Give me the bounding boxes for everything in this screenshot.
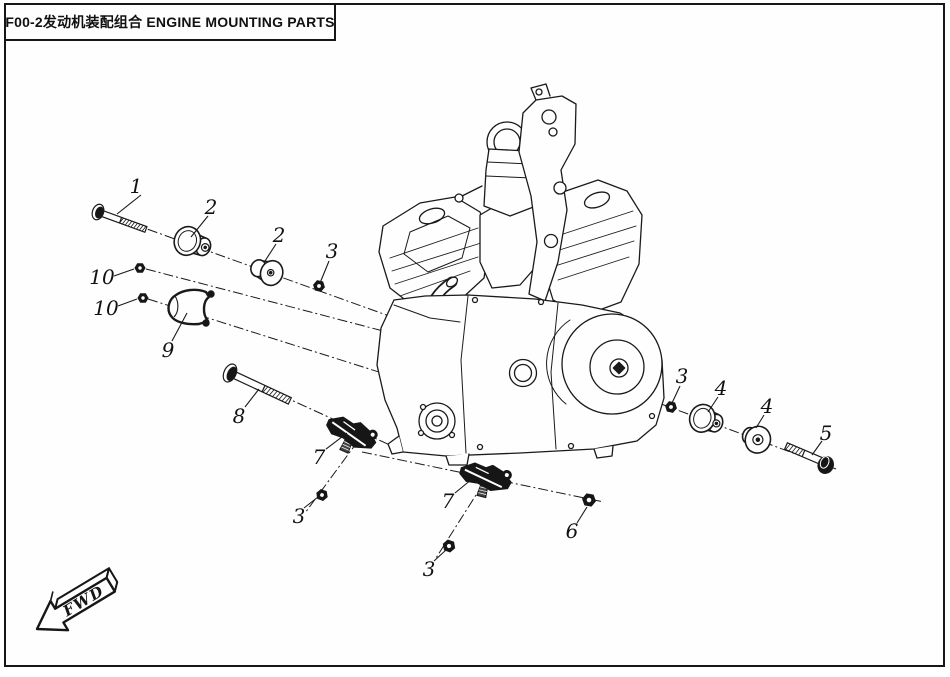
part-nut-3d: [665, 401, 677, 413]
callout-label-1: 1: [129, 174, 143, 198]
callout-label-7a: 7: [312, 445, 326, 469]
part-bolt-1: [91, 203, 148, 234]
callout-label-3b: 3: [292, 504, 306, 528]
callout-label-9: 9: [161, 338, 175, 362]
part-nut-10b: [137, 293, 149, 303]
part-bushing-2a: [173, 225, 212, 257]
part-nut-3c: [442, 539, 456, 553]
engine-drawing: [376, 83, 665, 466]
callout-label-2a: 2: [204, 195, 218, 219]
callout-label-5: 5: [819, 421, 833, 445]
callout-label-10a: 10: [89, 265, 115, 289]
callout-label-7b: 7: [441, 489, 455, 513]
part-nut-6: [582, 493, 596, 507]
callout-leader-lines: [113, 194, 823, 562]
callout-label-8: 8: [232, 404, 246, 428]
callout-label-3c: 3: [422, 557, 436, 581]
callout-label-10b: 10: [93, 296, 119, 320]
callout-label-4a: 4: [714, 376, 728, 400]
part-bolt-5: [783, 441, 834, 474]
part-bushing-4a: [688, 403, 724, 433]
callout-label-2b: 2: [272, 223, 286, 247]
part-bracket-7a: [326, 416, 378, 454]
callout-label-3a: 3: [325, 239, 339, 263]
part-nut-3b: [316, 488, 328, 502]
callout-label-4b: 4: [760, 394, 774, 418]
part-sleeve-9: [167, 288, 215, 327]
page-title: F00-2发动机装配组合 ENGINE MOUNTING PARTS: [5, 14, 335, 30]
part-bracket-7b: [459, 462, 512, 499]
callout-label-3d: 3: [675, 364, 689, 388]
part-nut-3a: [313, 280, 325, 292]
part-nut-10a: [134, 263, 146, 273]
part-bolt-8: [222, 363, 293, 405]
part-bushing-4b: [741, 425, 772, 454]
callout-label-6: 6: [565, 519, 579, 543]
fwd-arrow: FWD: [35, 567, 119, 632]
part-bushing-2b: [250, 259, 284, 287]
title-block: F00-2发动机装配组合 ENGINE MOUNTING PARTS: [4, 3, 336, 41]
